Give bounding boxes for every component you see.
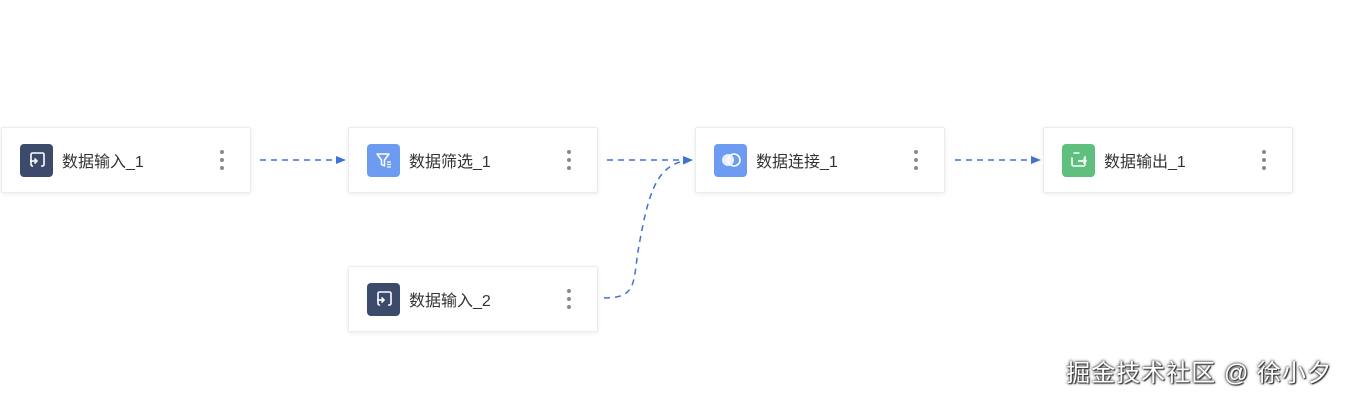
data-input-icon bbox=[20, 143, 53, 177]
more-icon[interactable] bbox=[559, 145, 579, 175]
watermark: 掘金技术社区 @ 徐小夕 bbox=[1066, 360, 1332, 387]
node-data-input-1[interactable]: 数据输入_1 bbox=[1, 127, 251, 193]
data-input-icon bbox=[367, 282, 400, 316]
data-output-icon bbox=[1062, 143, 1095, 177]
data-join-icon bbox=[714, 143, 747, 177]
more-icon[interactable] bbox=[1254, 145, 1274, 175]
more-icon[interactable] bbox=[559, 284, 579, 314]
node-label: 数据连接_1 bbox=[756, 154, 838, 171]
data-filter-icon bbox=[367, 143, 400, 177]
node-data-output-1[interactable]: 数据输出_1 bbox=[1043, 127, 1293, 193]
edge-input2-join1[interactable] bbox=[603, 156, 693, 299]
node-data-join-1[interactable]: 数据连接_1 bbox=[695, 127, 945, 193]
node-label: 数据筛选_1 bbox=[409, 154, 491, 171]
node-label: 数据输入_2 bbox=[409, 293, 491, 310]
node-data-input-2[interactable]: 数据输入_2 bbox=[348, 266, 598, 332]
more-icon[interactable] bbox=[212, 145, 232, 175]
more-icon[interactable] bbox=[906, 145, 926, 175]
node-label: 数据输入_1 bbox=[62, 154, 144, 171]
node-label: 数据输出_1 bbox=[1104, 154, 1186, 171]
node-data-filter-1[interactable]: 数据筛选_1 bbox=[348, 127, 598, 193]
